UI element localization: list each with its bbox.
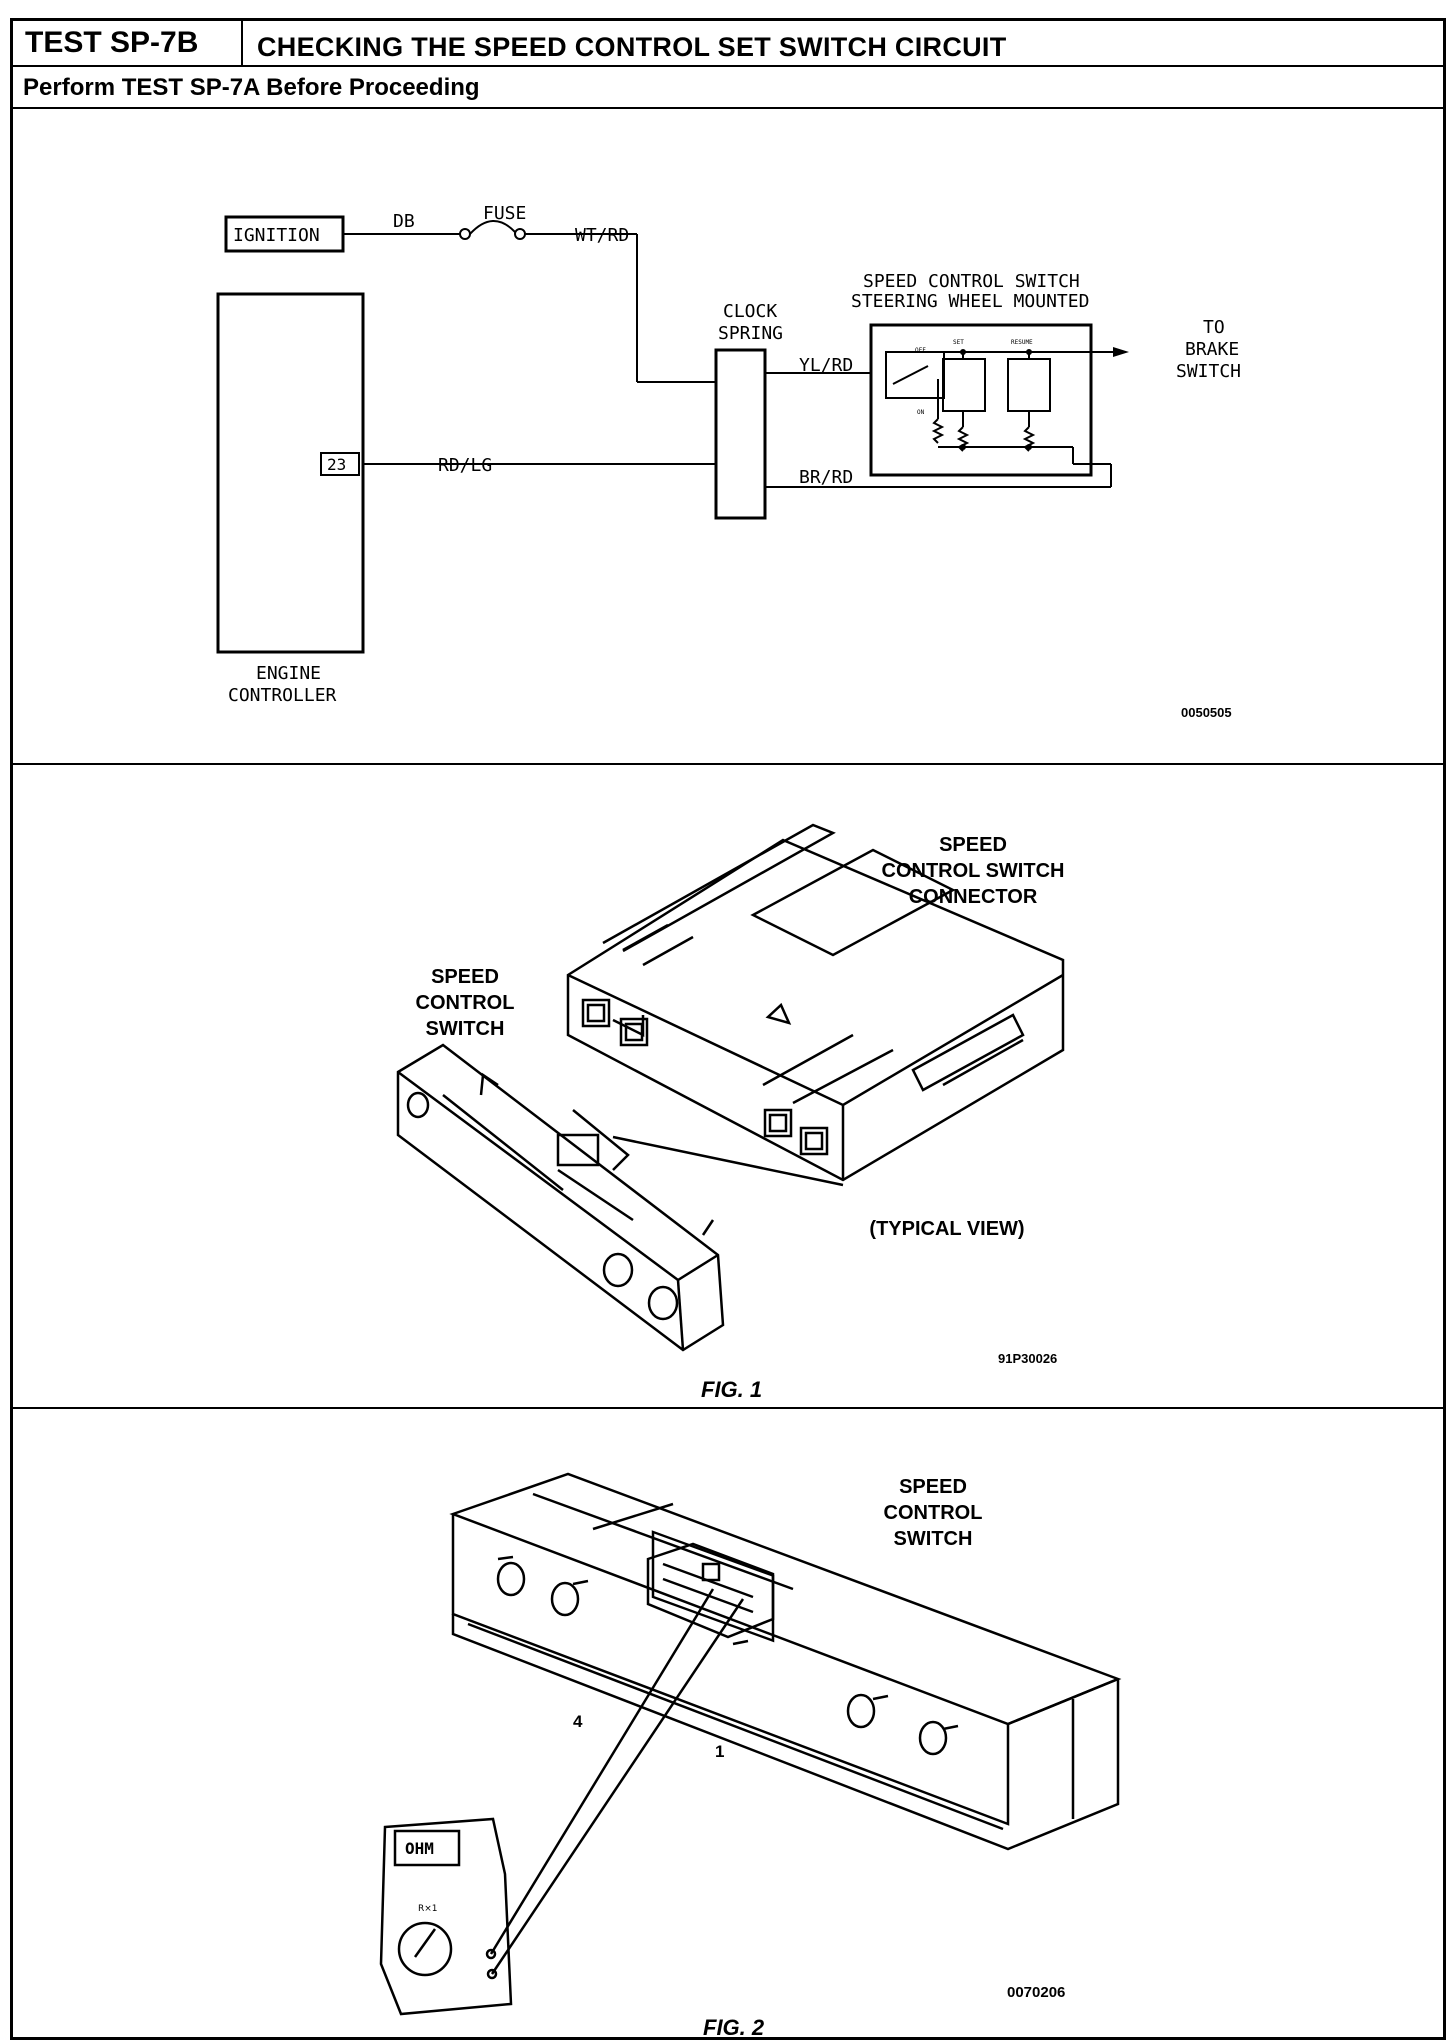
title-row: TEST SP-7B CHECKING THE SPEED CONTROL SE…	[13, 21, 1443, 67]
figure1-caption: FIG. 1	[701, 1377, 763, 1402]
pin-4-label: 4	[573, 1712, 583, 1731]
wire-br-rd-label: BR/RD	[799, 467, 853, 488]
connector-label-2: CONTROL SWITCH	[882, 860, 1065, 882]
pin-23-label: 23	[327, 455, 346, 474]
connector-label-3: CONNECTOR	[909, 886, 1038, 908]
f2-switch-label-1: SPEED	[899, 1476, 967, 1498]
meter-range-label: R×1	[418, 1904, 438, 1914]
switch-title-1: SPEED CONTROL SWITCH	[863, 271, 1080, 292]
switch-label-1: SPEED	[431, 966, 499, 988]
btn-resume-label: RESUME	[1011, 339, 1033, 346]
clock-spring-label-2: SPRING	[718, 323, 783, 344]
clock-spring-label-1: CLOCK	[723, 301, 777, 322]
figure2-code: 0070206	[1007, 1984, 1065, 2001]
prerequisite-note: Perform TEST SP-7A Before Proceeding	[13, 67, 1443, 109]
engine-controller-2: CONTROLLER	[228, 685, 337, 706]
meter-display-label: OHM	[405, 1839, 434, 1858]
figure2-illustration: SPEED CONTROL SWITCH 4 1 OHM R×1 0070206	[379, 1472, 1122, 2016]
connector-label-1: SPEED	[939, 834, 1007, 856]
pin-1-label: 1	[715, 1742, 724, 1761]
test-id: TEST SP-7B	[13, 21, 243, 65]
f2-switch-label-3: SWITCH	[894, 1528, 973, 1550]
to-brake-2: BRAKE	[1185, 339, 1239, 360]
test-page: TEST SP-7B CHECKING THE SPEED CONTROL SE…	[10, 18, 1446, 2040]
figure2-panel: SPEED CONTROL SWITCH 4 1 OHM R×1 0070206…	[13, 1409, 1443, 2043]
wire-db-label: DB	[393, 211, 415, 232]
switch-on-label: ON	[917, 409, 925, 416]
switch-label-3: SWITCH	[426, 1018, 505, 1040]
wiring-schematic: IGNITION DB FUSE WT/RD CLOCK SPRING SPEE…	[216, 203, 1241, 720]
figure1-illustration: SPEED CONTROL SWITCH CONNECTOR SPEED CON…	[396, 823, 1065, 1366]
switch-title-2: STEERING WHEEL MOUNTED	[851, 291, 1089, 312]
schematic-panel: IGNITION DB FUSE WT/RD CLOCK SPRING SPEE…	[13, 109, 1443, 765]
figure1-code: 91P30026	[998, 1351, 1057, 1366]
wire-yl-rd-label: YL/RD	[799, 355, 853, 376]
switch-label-2: CONTROL	[416, 992, 515, 1014]
typical-view-label: (TYPICAL VIEW)	[869, 1218, 1024, 1240]
wire-wt-rd-label: WT/RD	[575, 225, 629, 246]
f2-switch-label-2: CONTROL	[884, 1502, 983, 1524]
switch-off-label: OFF	[915, 347, 926, 354]
wire-rd-lg-label: RD/LG	[438, 455, 492, 476]
to-brake-3: SWITCH	[1176, 361, 1241, 382]
engine-controller-1: ENGINE	[256, 663, 321, 684]
fuse-label: FUSE	[483, 203, 526, 224]
figure1-panel: SPEED CONTROL SWITCH CONNECTOR SPEED CON…	[13, 765, 1443, 1409]
btn-set-label: SET	[953, 339, 964, 346]
figure2-caption: FIG. 2	[703, 2015, 765, 2040]
to-brake-1: TO	[1203, 317, 1225, 338]
schematic-code: 0050505	[1181, 705, 1232, 720]
test-title: CHECKING THE SPEED CONTROL SET SWITCH CI…	[257, 32, 1007, 62]
ignition-label: IGNITION	[233, 225, 320, 246]
